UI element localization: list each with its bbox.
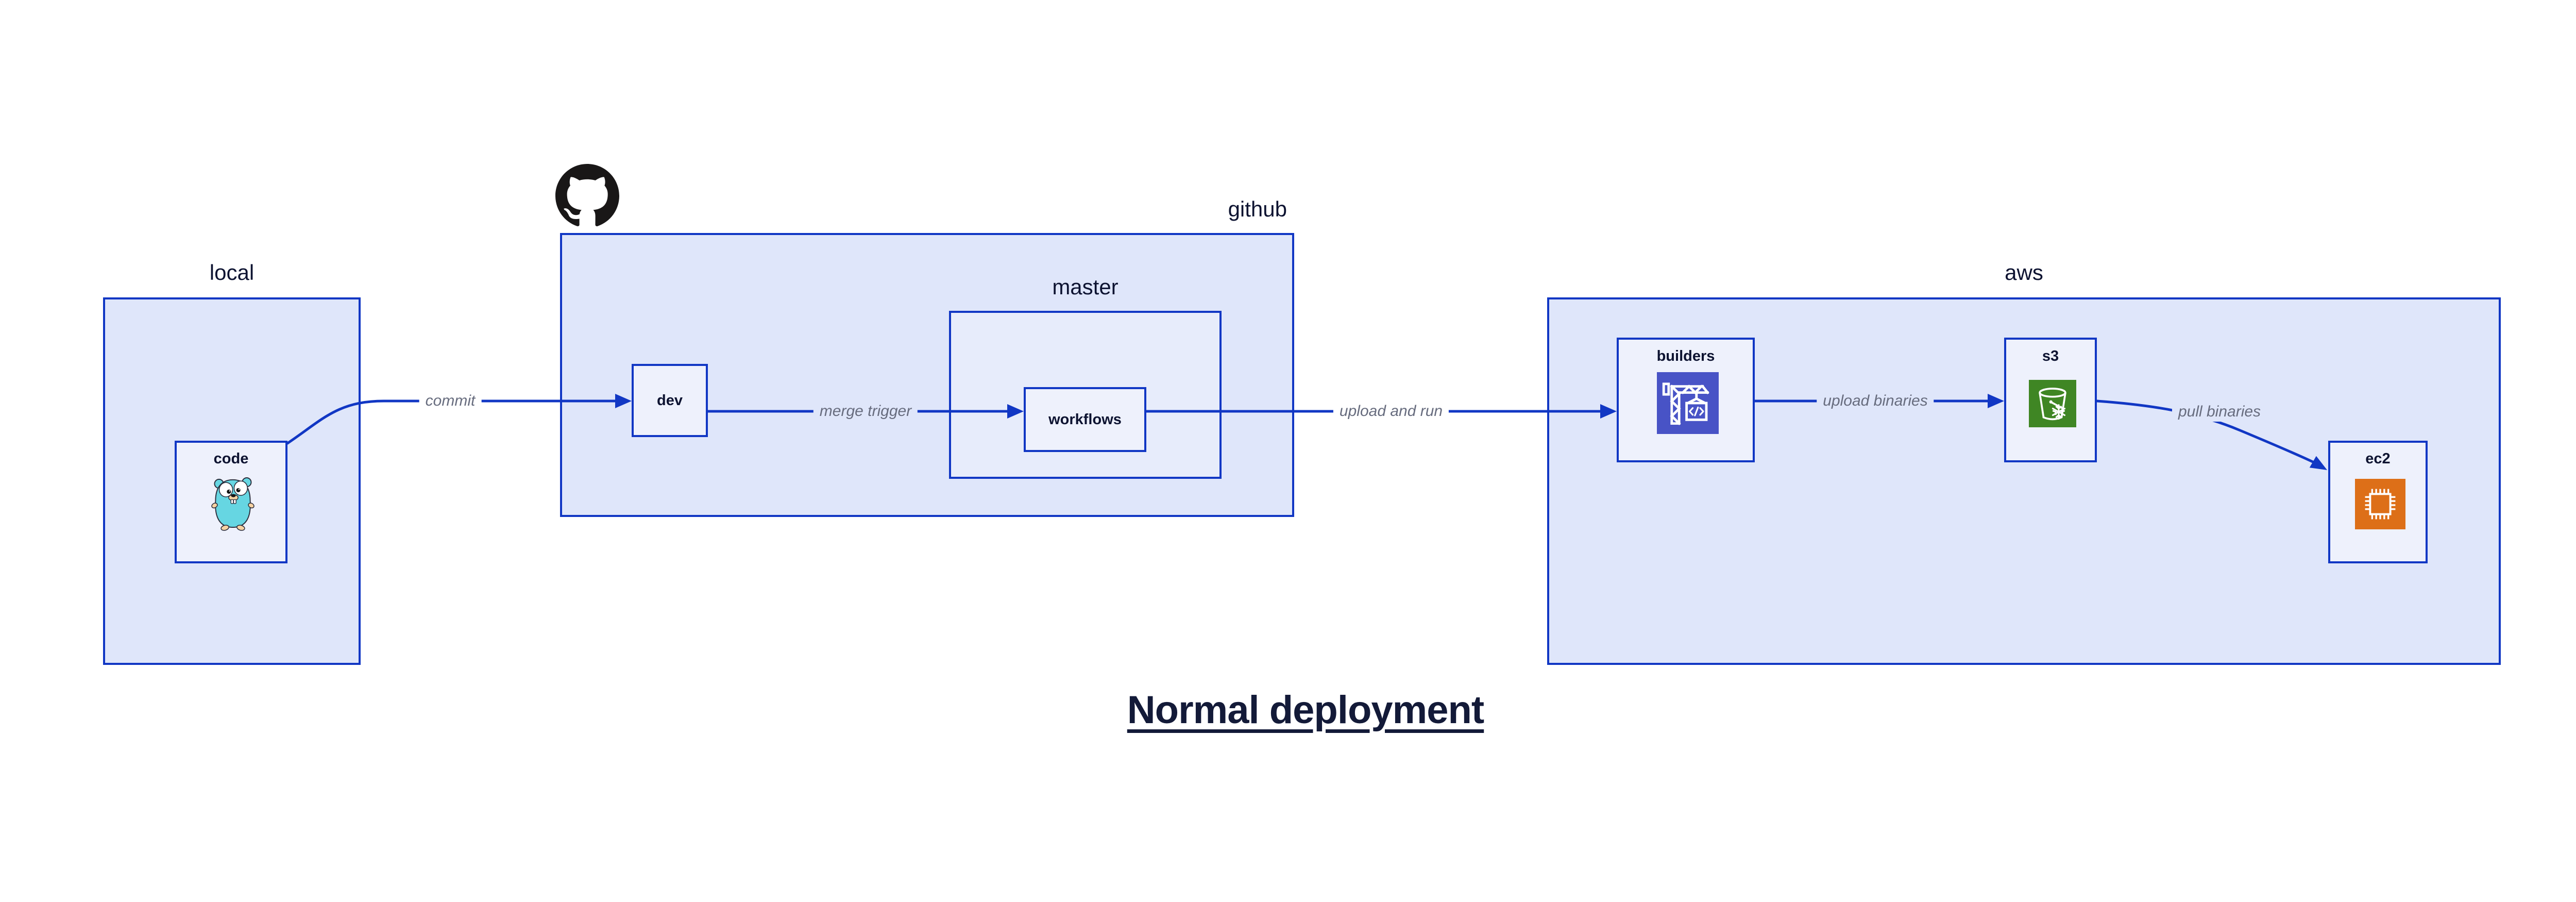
node-s3: s3 <box>2004 338 2097 462</box>
node-label-s3: s3 <box>2042 348 2059 364</box>
edge-label-pull-binaries: pull binaries <box>2172 402 2267 422</box>
github-octocat-icon <box>555 164 619 226</box>
edge-label-commit: commit <box>419 391 482 411</box>
node-label-ec2: ec2 <box>2365 450 2391 467</box>
container-label-github: github <box>1228 197 1287 221</box>
node-label-code: code <box>213 450 249 467</box>
edge-label-merge-trigger: merge trigger <box>813 402 918 421</box>
container-label-aws: aws <box>2005 260 2043 285</box>
node-ec2: ec2 <box>2328 441 2428 563</box>
node-dev: dev <box>632 364 708 437</box>
edge-label-upload-binaries: upload binaries <box>1817 391 1934 411</box>
node-label-dev: dev <box>657 392 683 409</box>
node-label-builders: builders <box>1656 348 1715 364</box>
diagram-title-text: Normal deployment <box>1127 688 1484 732</box>
go-gopher-icon <box>211 477 255 531</box>
codebuild-crane-icon <box>1657 372 1719 434</box>
container-label-local: local <box>209 260 255 285</box>
s3-bucket-snowflake-icon <box>2029 380 2076 427</box>
node-code: code <box>175 441 287 563</box>
diagram-title: Normal deployment <box>1048 688 1563 732</box>
edge-label-upload-and-run: upload and run <box>1333 402 1449 421</box>
node-label-workflows: workflows <box>1048 411 1122 428</box>
node-builders: builders <box>1617 338 1755 462</box>
container-label-master: master <box>1052 275 1118 299</box>
ec2-chip-icon <box>2355 479 2405 529</box>
node-workflows: workflows <box>1024 387 1146 452</box>
